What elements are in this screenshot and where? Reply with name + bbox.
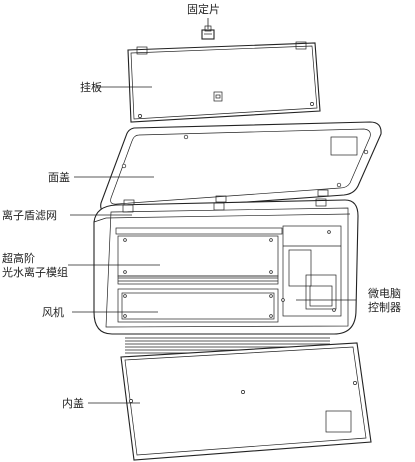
ion-module bbox=[115, 227, 283, 285]
label-face-cover: 面盖 bbox=[48, 171, 70, 184]
label-ion-shield-filter: 离子盾滤网 bbox=[2, 209, 57, 222]
main-housing bbox=[93, 198, 359, 354]
label-ion-module-line1: 超高阶 bbox=[2, 252, 35, 265]
inner-cover bbox=[120, 342, 372, 461]
controller bbox=[281, 225, 342, 317]
label-controller-line2: 控制器 bbox=[368, 301, 401, 314]
label-fixing-piece: 固定片 bbox=[187, 3, 220, 16]
label-inner-cover: 内盖 bbox=[62, 397, 84, 410]
label-controller-line1: 微电脑 bbox=[368, 287, 401, 300]
label-hanging-plate: 挂板 bbox=[80, 81, 102, 94]
label-ion-module-line2: 光水离子模组 bbox=[2, 266, 68, 279]
leader-lines bbox=[68, 18, 356, 404]
hanging-plate bbox=[127, 41, 321, 123]
fan bbox=[117, 288, 279, 323]
label-fan: 风机 bbox=[42, 306, 64, 319]
face-cover bbox=[100, 121, 382, 213]
